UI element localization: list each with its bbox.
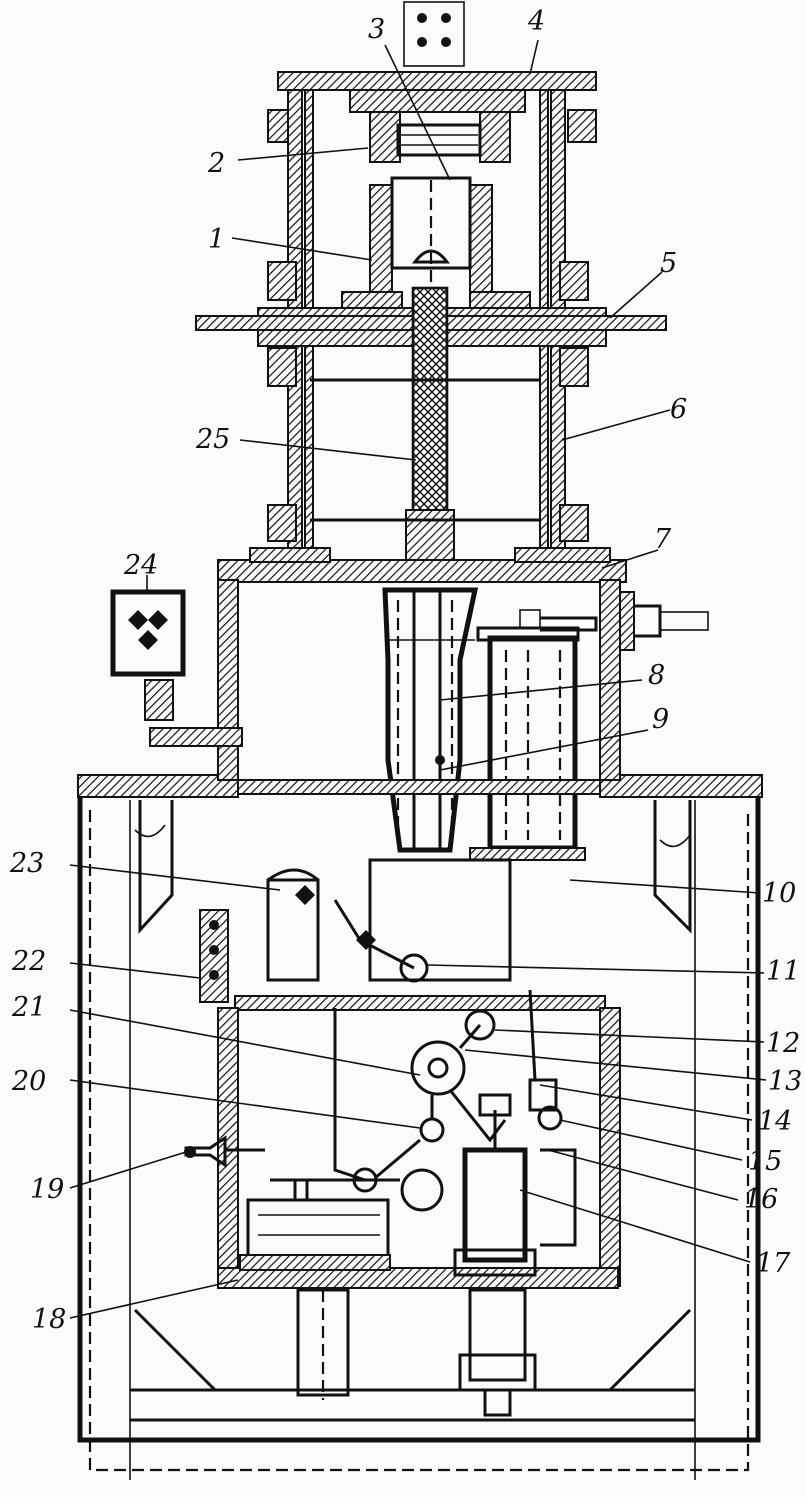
- callout-12: 12: [766, 1028, 800, 1059]
- callout-9: 9: [652, 704, 669, 735]
- callout-22: 22: [11, 946, 46, 977]
- upper-housing: [217, 547, 627, 781]
- die-press: [239, 1178, 400, 1271]
- housing-divider: [234, 779, 606, 1011]
- bottom-shafts: [296, 1288, 537, 1417]
- cam-linkage: [333, 989, 563, 1212]
- callout-21: 21: [11, 992, 46, 1023]
- callout-4: 4: [527, 6, 545, 37]
- column-lines: [310, 378, 540, 522]
- callout-16: 16: [744, 1184, 778, 1215]
- pneumatic-cylinder: [469, 609, 598, 861]
- callout-14: 14: [758, 1106, 792, 1137]
- callout-3: 3: [368, 14, 385, 45]
- callout-18: 18: [32, 1304, 66, 1335]
- callout-1: 1: [208, 224, 225, 255]
- control-box: [110, 589, 243, 747]
- callout-6: 6: [670, 394, 687, 425]
- callout-17: 17: [756, 1248, 791, 1279]
- callout-15: 15: [748, 1146, 782, 1177]
- callout-13: 13: [768, 1066, 802, 1097]
- callout-labels: 2 1 3 4 5 6 25 7 24 8 9 23 10 22 11 21 1…: [9, 6, 802, 1335]
- callout-19: 19: [30, 1174, 64, 1205]
- callout-20: 20: [11, 1066, 46, 1097]
- mechanism-block: [199, 858, 512, 1003]
- callout-10: 10: [762, 878, 796, 909]
- callout-5: 5: [660, 248, 677, 279]
- side-shaft: [619, 591, 709, 651]
- upper-cylinder: [341, 176, 531, 309]
- callout-23: 23: [9, 848, 44, 879]
- callout-25: 25: [195, 424, 230, 455]
- base-frame: [77, 774, 763, 1480]
- callout-11: 11: [766, 956, 800, 987]
- callout-8: 8: [648, 660, 665, 691]
- conical-barrel: [382, 587, 479, 853]
- top-plate-assembly: [267, 1, 597, 163]
- lower-cylinder: [453, 1093, 577, 1277]
- callout-2: 2: [207, 148, 225, 179]
- left-valve: [184, 1135, 265, 1168]
- push-rod: [405, 286, 455, 580]
- leader-lines: [69, 39, 767, 1319]
- callout-24: 24: [123, 550, 158, 581]
- callout-7: 7: [654, 524, 672, 555]
